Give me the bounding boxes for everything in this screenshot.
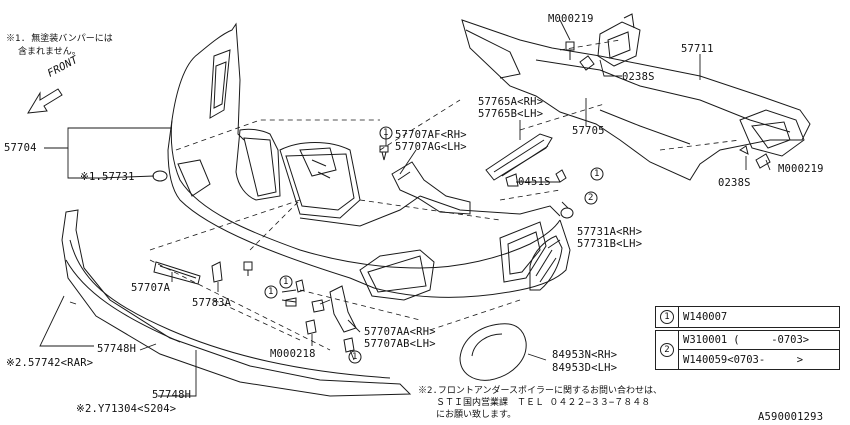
side-bracket-shape <box>391 161 471 215</box>
part-label-57707ag[interactable]: 57707AG<LH> <box>395 141 467 153</box>
note-1-line-2: 含まれません。 <box>18 47 81 57</box>
legend-row[interactable]: W140059 <0703- > <box>679 350 839 369</box>
front-arrow-icon <box>27 88 63 114</box>
part-label-57704[interactable]: 57704 <box>4 142 37 154</box>
legend-code: W310001 <box>683 334 728 346</box>
part-label-57731[interactable]: ※1.57731 <box>80 171 135 183</box>
note-1-line-1: ※1. 無塗装バンパーには <box>6 34 113 44</box>
note-2-line-2: ＳＴＩ国内営業課 ＴＥＬ ０４２２−３３−７８４８ <box>436 398 651 408</box>
under-spoiler-shape <box>61 209 412 397</box>
fog-cover-shape <box>529 235 563 291</box>
legend-range: <0703- > <box>727 353 804 366</box>
part-label-84953n[interactable]: 84953N<RH> <box>552 349 618 361</box>
duct-shape <box>485 133 553 181</box>
callout-number: 1 <box>352 352 358 362</box>
part-label-57765a[interactable]: 57765A<RH> <box>478 96 544 108</box>
legend-row: 1 W140007 <box>656 307 839 327</box>
part-label-84953d[interactable]: 84953D<LH> <box>552 362 618 374</box>
legend-range: ( -0703> <box>733 334 810 346</box>
part-label-57707af[interactable]: 57707AF<RH> <box>395 129 467 141</box>
callout-number: 2 <box>588 193 594 203</box>
part-label-57748h[interactable]: 57748H <box>97 343 137 355</box>
part-label-57707aa[interactable]: 57707AA<RH> <box>364 326 436 338</box>
reinforcement-beam-shape <box>461 19 811 181</box>
legend-code: W140059 <box>683 353 728 366</box>
callout-circles <box>264 126 604 364</box>
part-label-57707ab[interactable]: 57707AB<LH> <box>364 338 436 350</box>
fastener-legend-2: 2 W310001 ( -0703> W140059 <0703- > <box>655 330 840 370</box>
tow-hook-cover-shape <box>459 323 527 381</box>
bumper-cover-shape <box>152 22 571 301</box>
part-label-0238s-right[interactable]: 0238S <box>718 177 751 189</box>
part-label-57705[interactable]: 57705 <box>572 125 605 137</box>
part-label-m000219-right[interactable]: M000219 <box>778 163 824 175</box>
part-label-57707a[interactable]: 57707A <box>131 282 171 294</box>
callout-number: 1 <box>594 169 600 179</box>
part-label-57711[interactable]: 57711 <box>681 43 714 55</box>
note-2-line-3: にお願い致します。 <box>436 410 517 420</box>
part-label-57765b[interactable]: 57765B<LH> <box>478 108 544 120</box>
part-label-m000218[interactable]: M000218 <box>270 348 316 360</box>
part-label-57748h-lower[interactable]: 57748H <box>152 389 192 401</box>
part-label-57731a[interactable]: 57731A<RH> <box>577 226 643 238</box>
callout-number: 1 <box>268 287 274 297</box>
legend-row[interactable]: W310001 ( -0703> <box>679 331 839 350</box>
note-2-line-1: ※2.フロントアンダースポイラーに関するお問い合わせは、 <box>418 386 663 396</box>
fastener-icons <box>243 41 771 353</box>
legend-number: 1 <box>660 310 674 324</box>
small-bracket-shapes <box>153 261 357 333</box>
callout-number: 1 <box>283 277 289 287</box>
part-label-57783a[interactable]: 57783A <box>192 297 232 309</box>
legend-number: 2 <box>660 343 674 357</box>
part-label-57742[interactable]: ※2.57742<RAR> <box>6 357 94 369</box>
part-label-y71304[interactable]: ※2.Y71304<S204> <box>76 403 177 415</box>
legend-code[interactable]: W140007 <box>683 311 728 323</box>
part-label-0238s[interactable]: 0238S <box>622 71 655 83</box>
fastener-legend-1: 1 W140007 <box>655 306 840 328</box>
part-label-0451s[interactable]: 0451S <box>518 176 551 188</box>
beam-bracket-shape <box>597 13 805 157</box>
diagram-id: A590001293 <box>758 411 824 423</box>
part-label-m000219[interactable]: M000219 <box>548 13 594 25</box>
callout-number: 1 <box>383 128 389 138</box>
leader-lines <box>39 19 771 397</box>
assembly-dashed-lines <box>149 39 741 351</box>
part-label-57731b[interactable]: 57731B<LH> <box>577 238 643 250</box>
